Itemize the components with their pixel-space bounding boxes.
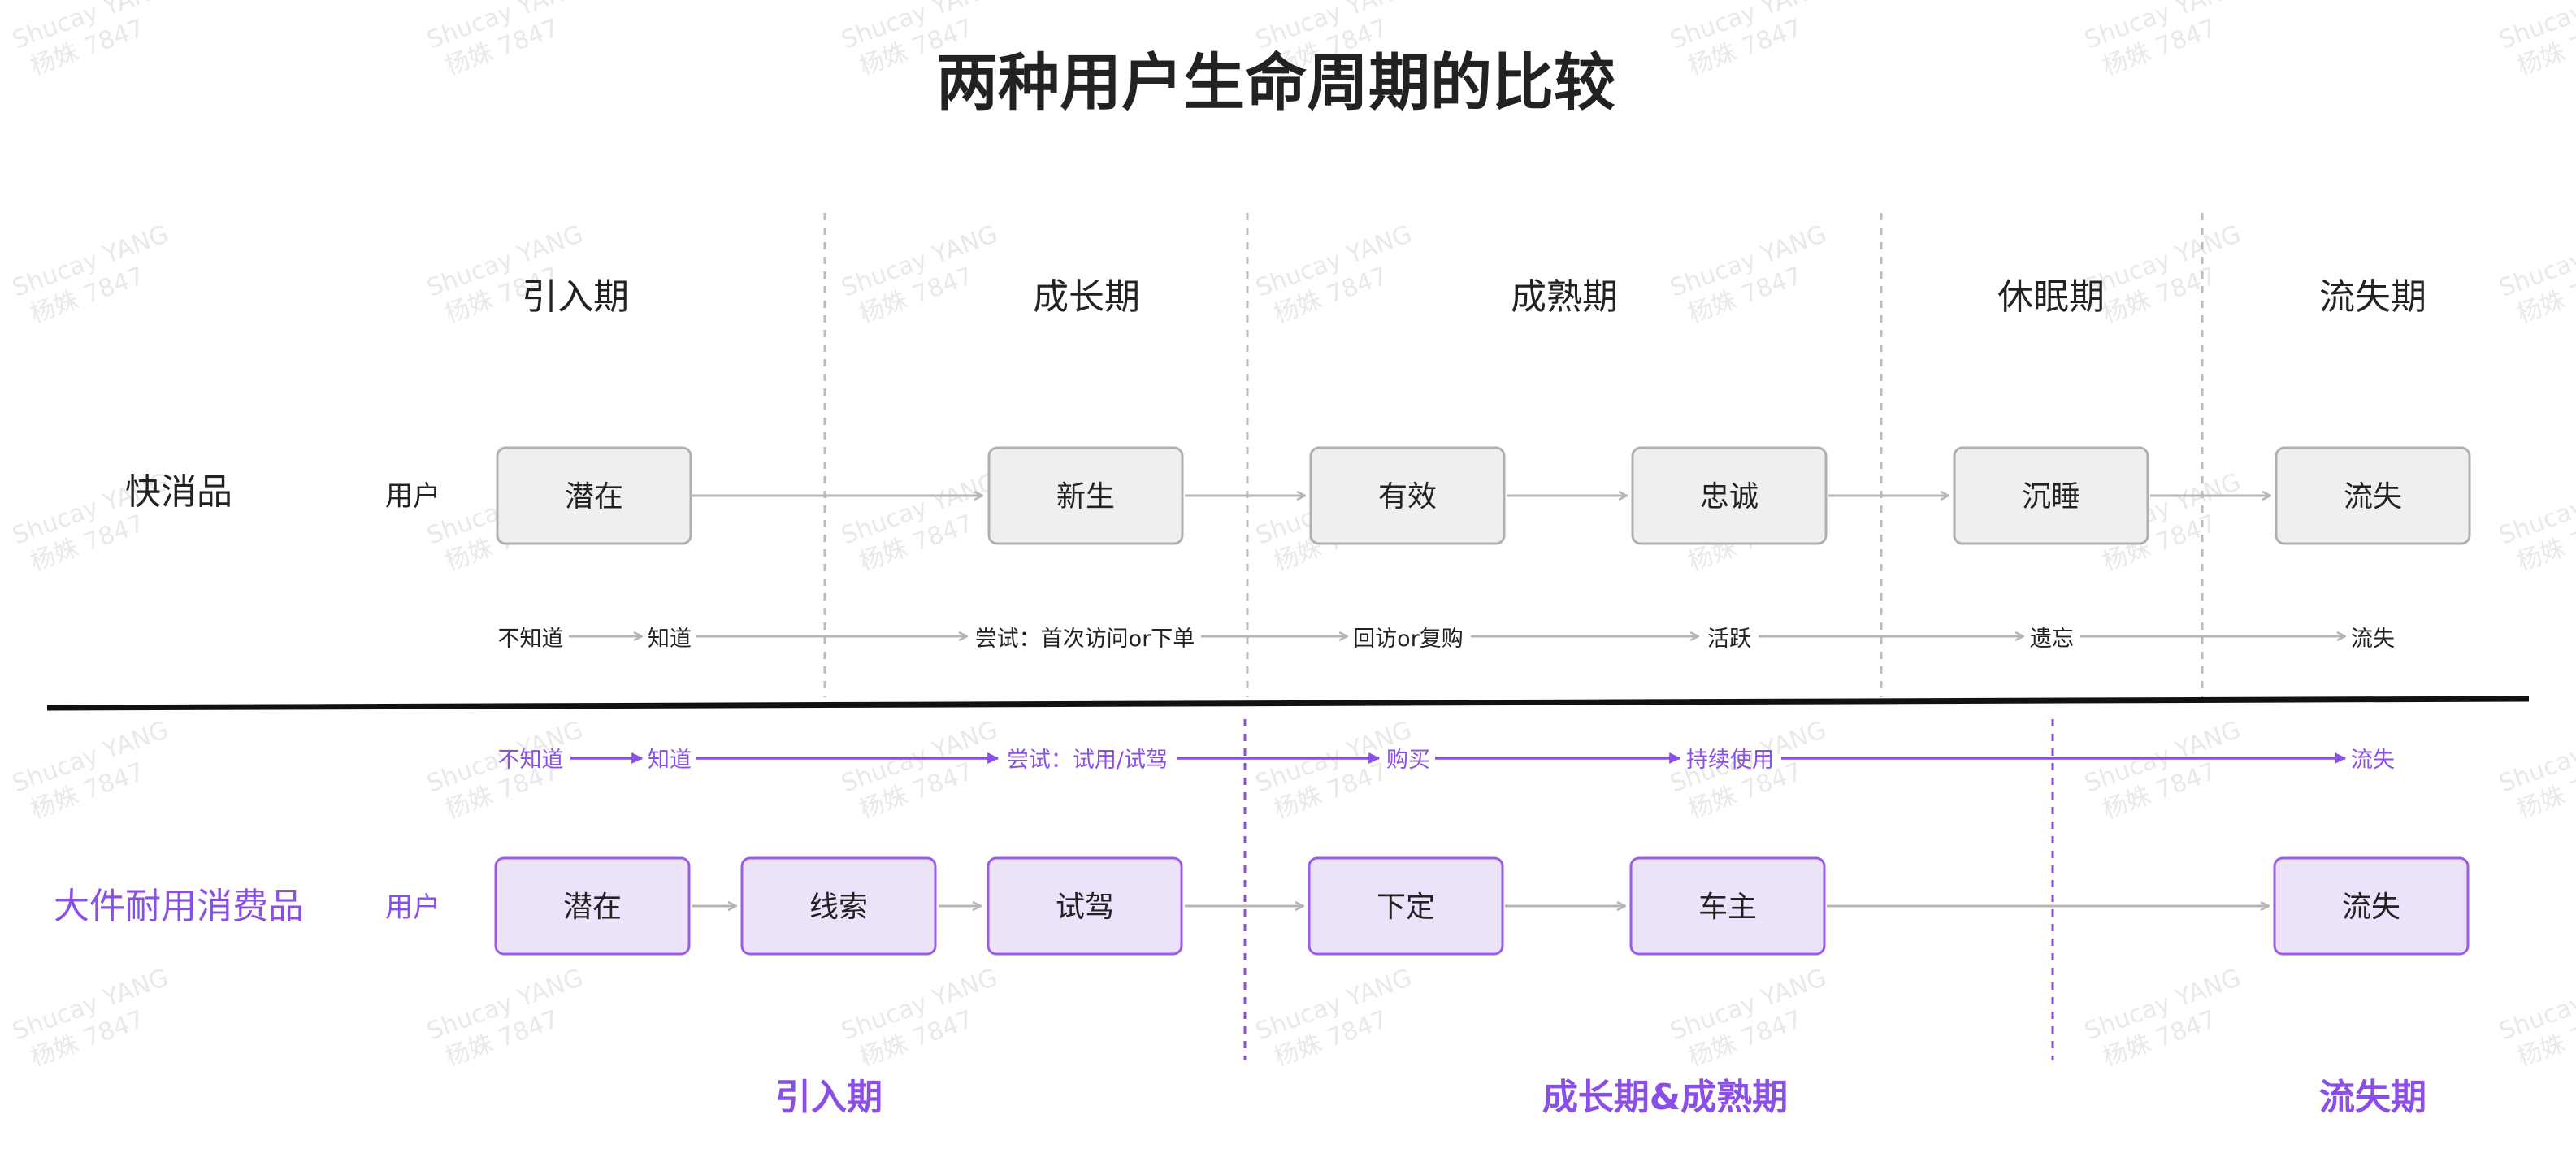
fmcg-phase-growth: 成长期 [1033,276,1140,318]
stage-label: 车主 [1698,891,1757,924]
stage-label: 流失 [2342,891,2400,924]
stage-label: 新生 [1056,480,1115,514]
fmcg-phase-intro: 引入期 [522,276,629,318]
fmcg-behavior: 尝试：首次访问or下单 [975,627,1195,652]
durable-behavior: 持续使用 [1686,748,1774,773]
fmcg-behavior: 知道 [648,627,692,652]
stage-label: 潜在 [565,480,623,514]
durable-phase-churn: 流失期 [2319,1077,2426,1118]
durable-behavior: 不知道 [498,748,564,773]
durable-section: 不知道 知道 尝试：试用/试驾 购买 持续使用 流失 大件耐用消费品 用户 潜在… [54,719,2470,1118]
fmcg-stage-new: 新生 [987,446,1184,545]
stage-label: 有效 [1378,480,1437,514]
fmcg-stage-effective: 有效 [1309,446,1506,545]
stage-label: 忠诚 [1700,480,1759,514]
fmcg-behavior: 遗忘 [2030,627,2074,652]
durable-behavior: 知道 [648,748,692,773]
fmcg-stage-churned: 流失 [2275,446,2471,545]
fmcg-phase-churn: 流失期 [2319,276,2426,318]
durable-stage-test-drive: 试驾 [987,856,1183,956]
durable-user-label: 用户 [385,891,440,924]
fmcg-behavior: 流失 [2351,627,2395,652]
durable-stage-potential: 潜在 [494,856,691,956]
fmcg-phase-dormant: 休眠期 [1997,276,2105,318]
durable-behavior: 尝试：试用/试驾 [1007,748,1168,773]
stage-label: 下定 [1377,891,1435,924]
fmcg-stage-potential: 潜在 [496,446,692,545]
section-divider [46,696,2530,711]
durable-stage-owner: 车主 [1629,856,1826,956]
durable-stage-lead: 线索 [740,856,937,956]
fmcg-phase-mature: 成熟期 [1511,276,1618,318]
stage-label: 流失 [2344,480,2402,514]
stage-label: 沉睡 [2022,480,2080,514]
fmcg-category-label: 快消品 [125,471,232,513]
fmcg-behavior: 不知道 [498,627,564,652]
durable-behavior: 流失 [2351,748,2395,773]
stage-label: 线索 [809,891,868,924]
fmcg-stage-loyal: 忠诚 [1631,446,1828,545]
durable-phase-intro: 引入期 [775,1077,883,1118]
stage-label: 试驾 [1056,891,1114,924]
fmcg-behavior: 活跃 [1707,627,1751,652]
durable-phase-growth-mature: 成长期&成熟期 [1542,1077,1788,1118]
fmcg-user-label: 用户 [385,480,440,513]
durable-stage-churned: 流失 [2273,856,2470,956]
stage-label: 潜在 [563,891,622,924]
fmcg-section: 引入期 成长期 成熟期 休眠期 流失期 快消品 用户 潜在 新生 有效 忠诚 [125,213,2471,697]
fmcg-behavior: 回访or复购 [1353,627,1464,652]
durable-stage-order: 下定 [1308,856,1504,956]
durable-behavior: 购买 [1386,748,1430,773]
page-title: 两种用户生命周期的比较 [936,46,1615,119]
fmcg-stage-sleeping: 沉睡 [1953,446,2149,545]
durable-category-label: 大件耐用消费品 [54,886,304,927]
